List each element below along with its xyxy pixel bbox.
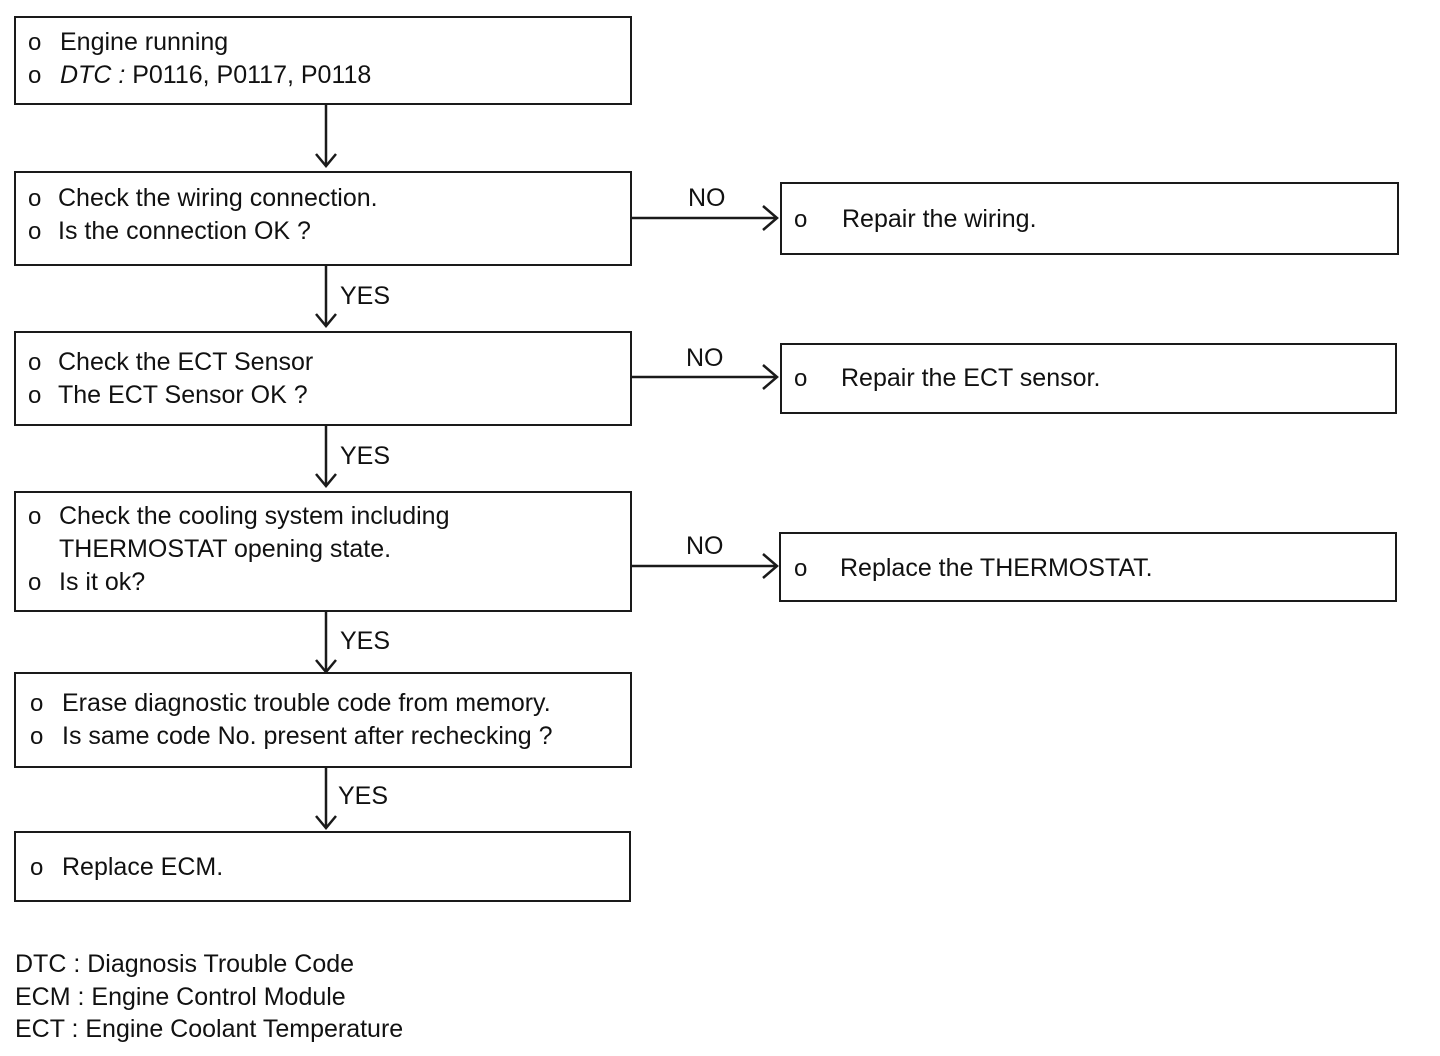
step2-line2: The ECT Sensor OK ? (58, 381, 308, 409)
start-line2: DTC : P0116, P0117, P0118 (60, 59, 371, 92)
bullet: o (794, 555, 808, 582)
end-line1: Replace ECM. (62, 853, 224, 881)
step4-line1: Erase diagnostic trouble code from memor… (62, 689, 551, 717)
legend-ect: ECT : Engine Coolant Temperature (15, 1015, 404, 1043)
bullet: o (28, 569, 42, 596)
legend-ecm: ECM : Engine Control Module (15, 983, 346, 1011)
step3-box (14, 491, 632, 612)
step3-line1: Check the cooling system including (59, 502, 450, 530)
step3-no-label: NO (686, 532, 724, 560)
step4-box (14, 672, 632, 768)
step4-yes-label: YES (338, 782, 389, 810)
bullet: o (30, 690, 44, 717)
legend-dtc: DTC : Diagnosis Trouble Code (15, 950, 355, 978)
bullet: o (28, 62, 42, 89)
step3-yes-label: YES (340, 627, 391, 655)
bullet: o (30, 723, 44, 750)
step2-no-label: NO (686, 344, 724, 372)
step2-no-action: Repair the ECT sensor. (841, 364, 1101, 392)
step2-box (14, 331, 632, 426)
step1-no-action: Repair the wiring. (842, 205, 1037, 233)
start-dtc-codes: P0116, P0117, P0118 (132, 61, 372, 89)
step1-yes-label: YES (340, 282, 391, 310)
start-dtc-prefix: DTC : (60, 61, 133, 89)
step1-box (14, 171, 632, 266)
bullet: o (28, 349, 42, 376)
bullet: o (28, 185, 42, 212)
step1-no-box (780, 182, 1399, 255)
bullet: o (794, 206, 808, 233)
step3-no-box (779, 532, 1397, 602)
bullet: o (28, 503, 42, 530)
start-box (14, 16, 632, 105)
bullet: o (28, 382, 42, 409)
bullet: o (28, 218, 42, 245)
step3-line1b: THERMOSTAT opening state. (59, 535, 392, 563)
step2-line1: Check the ECT Sensor (58, 348, 314, 376)
step1-line1: Check the wiring connection. (58, 184, 378, 212)
step3-line2: Is it ok? (59, 568, 146, 596)
step2-no-box (780, 343, 1397, 414)
bullet: o (30, 854, 44, 881)
step1-no-label: NO (688, 184, 726, 212)
bullet: o (794, 365, 808, 392)
end-box (14, 831, 631, 902)
start-line1: Engine running (60, 28, 229, 56)
step2-yes-label: YES (340, 442, 391, 470)
step1-line2: Is the connection OK ? (58, 217, 311, 245)
bullet: o (28, 29, 42, 56)
step3-no-action: Replace the THERMOSTAT. (840, 554, 1153, 582)
step4-line2: Is same code No. present after recheckin… (62, 722, 553, 750)
